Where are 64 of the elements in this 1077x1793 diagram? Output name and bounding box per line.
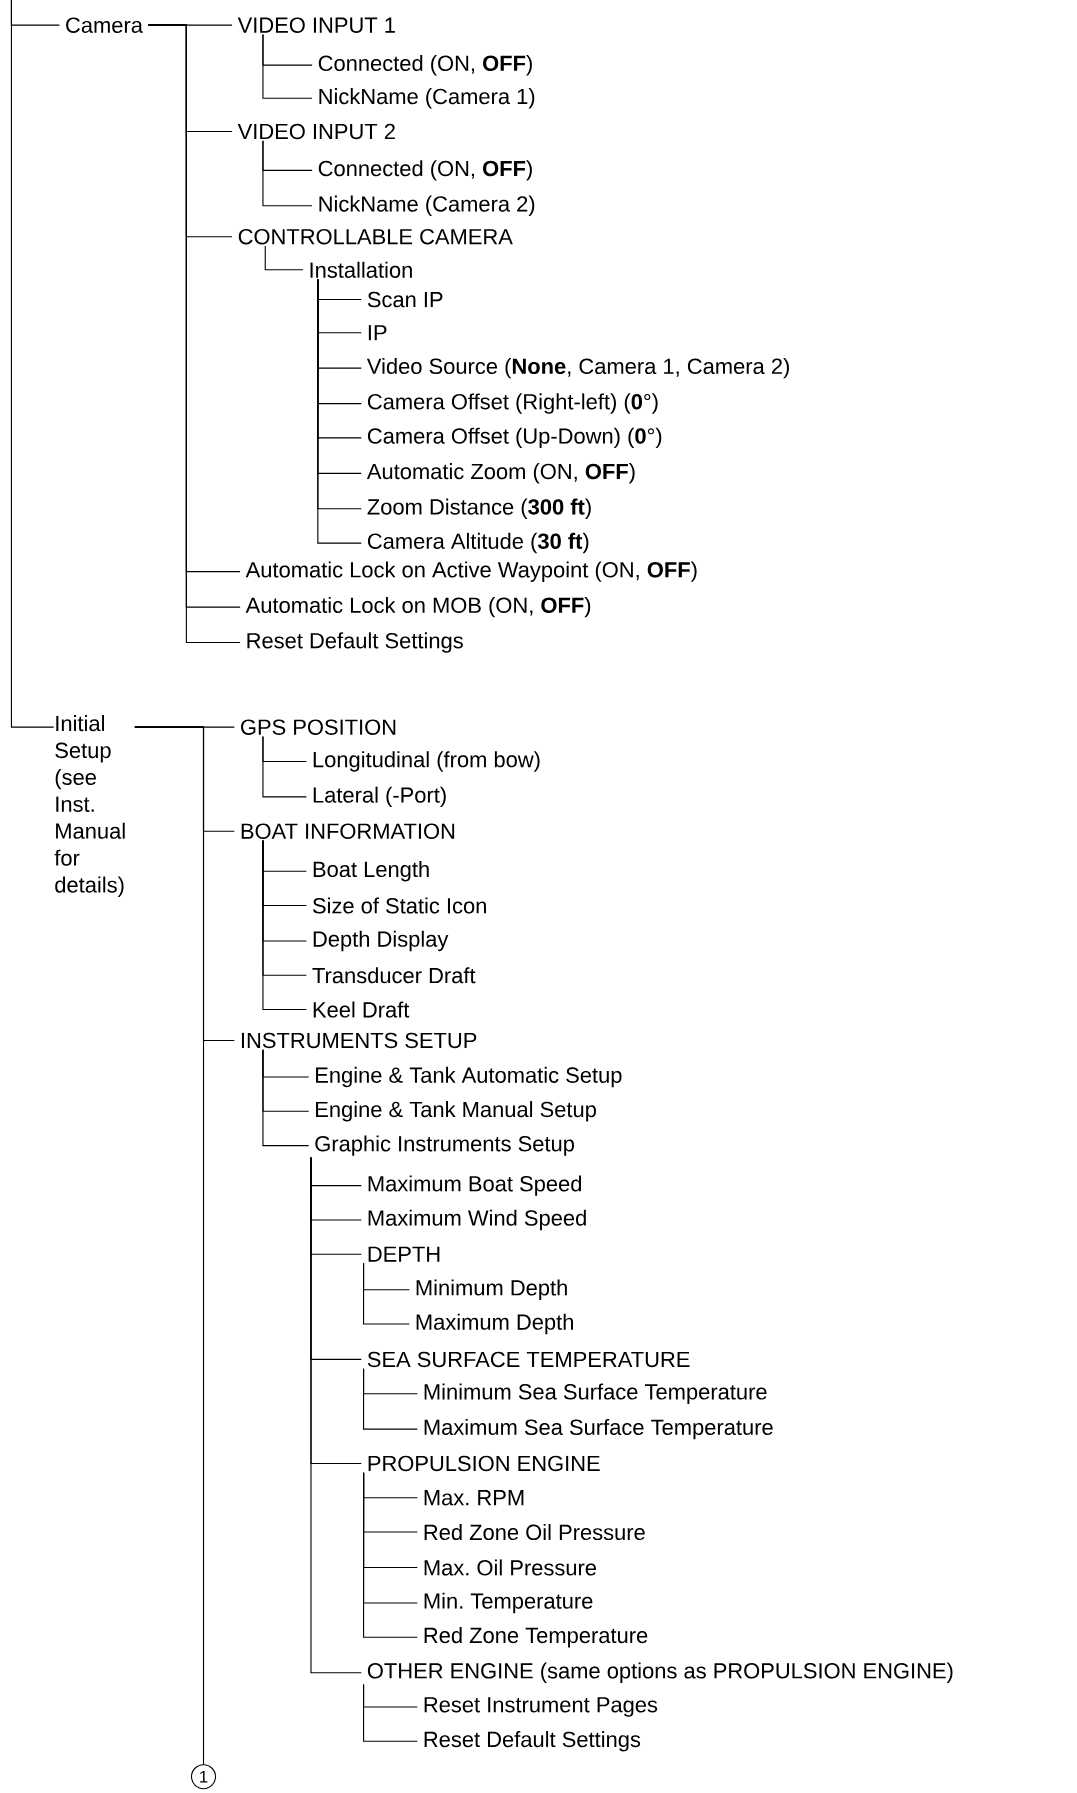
menu-item: Maximum Wind Speed	[368, 1209, 586, 1231]
menu-item: Red Zone Temperature	[424, 1627, 648, 1648]
tree-line	[363, 1683, 418, 1742]
tree-line	[264, 245, 304, 271]
menu-item: Zoom Distance (300 ft)	[367, 498, 591, 519]
tree-line	[262, 140, 313, 207]
menu-item: PROPULSION ENGINE	[368, 1455, 600, 1472]
menu-item: DEPTH	[368, 1246, 440, 1262]
menu-item: Reset Default Settings	[247, 632, 463, 653]
menu-item: Reset Default Settings	[424, 1731, 641, 1752]
menu-item: Graphic Instruments Setup	[315, 1135, 574, 1156]
menu-item: Camera Offset (Right-left) (0°)	[367, 393, 658, 414]
menu-item: Minimum Depth	[416, 1279, 567, 1300]
menu-item: Max. Oil Pressure	[424, 1559, 597, 1576]
menu-item: Camera	[66, 17, 143, 33]
menu-item: Boat Length	[313, 861, 429, 882]
menu-item: Initial Setup (see Inst. Manual for details)	[54, 715, 125, 897]
menu-item: VIDEO INPUT 1	[237, 17, 395, 33]
menu-item: Automatic Lock on Active Waypoint (ON, OFF)	[245, 561, 697, 582]
menu-item: VIDEO INPUT 2	[237, 123, 395, 140]
menu-item: Scan IP	[367, 291, 443, 308]
menu-item: Automatic Zoom (ON, OFF)	[366, 463, 635, 484]
menu-item: GPS POSITION	[241, 719, 396, 735]
tree-line	[262, 735, 307, 798]
menu-item: Reset Instrument Pages	[424, 1697, 658, 1717]
menu-item: Engine & Tank Automatic Setup	[316, 1066, 622, 1088]
menu-item: NickName (Camera 1)	[319, 88, 535, 109]
menu-item: Installation	[310, 261, 412, 278]
tree-line	[310, 1156, 362, 1674]
menu-item: Red Zone Oil Pressure	[424, 1524, 645, 1541]
menu-item: Keel Draft	[313, 1001, 410, 1018]
tree-line	[134, 726, 205, 1765]
menu-item: Depth Display	[313, 930, 449, 952]
menu-item: Size of Static Icon	[312, 897, 486, 914]
menu-item: Longitudinal (from bow)	[313, 751, 540, 772]
menu-item: Video Source (None, Camera 1, Camera 2)	[366, 357, 789, 379]
tree-line	[363, 1368, 418, 1430]
tree-line	[262, 1049, 310, 1147]
menu-item: Min. Temperature	[424, 1592, 593, 1614]
tree-line	[262, 839, 307, 1011]
menu-item: NickName (Camera 2)	[319, 195, 535, 216]
tree-line	[363, 1262, 410, 1325]
tree-line	[10, 0, 55, 728]
menu-item: Minimum Sea Surface Temperature	[424, 1383, 767, 1404]
menu-item: Transducer Draft	[312, 967, 476, 984]
menu-item: Max. RPM	[424, 1490, 524, 1506]
tree-line	[363, 1472, 418, 1638]
menu-item: Maximum Boat Speed	[368, 1175, 581, 1196]
tree-line	[262, 33, 313, 99]
menu-item: Camera Offset (Up-Down) (0°)	[367, 427, 662, 449]
menu-item: Engine & Tank Manual Setup	[316, 1101, 596, 1122]
menu-item: INSTRUMENTS SETUP	[241, 1032, 477, 1049]
menu-item: SEA SURFACE TEMPERATURE	[367, 1351, 690, 1368]
menu-item: Camera Altitude (30 ft)	[367, 532, 589, 554]
menu-item: Connected (ON, OFF)	[318, 160, 532, 181]
menu-item: BOAT INFORMATION	[241, 823, 455, 839]
menu-item: Maximum Sea Surface Temperature	[424, 1418, 773, 1440]
menu-item: Connected (ON, OFF)	[318, 54, 532, 76]
menu-item: Maximum Depth	[416, 1313, 573, 1335]
menu-item: OTHER ENGINE (same options as PROPULSION ENGINE)	[367, 1662, 953, 1683]
menu-item: Automatic Lock on MOB (ON, OFF)	[245, 596, 591, 618]
menu-item: IP	[368, 325, 387, 341]
menu-item: CONTROLLABLE CAMERA	[238, 228, 513, 245]
menu-item: Lateral (-Port)	[313, 786, 446, 808]
